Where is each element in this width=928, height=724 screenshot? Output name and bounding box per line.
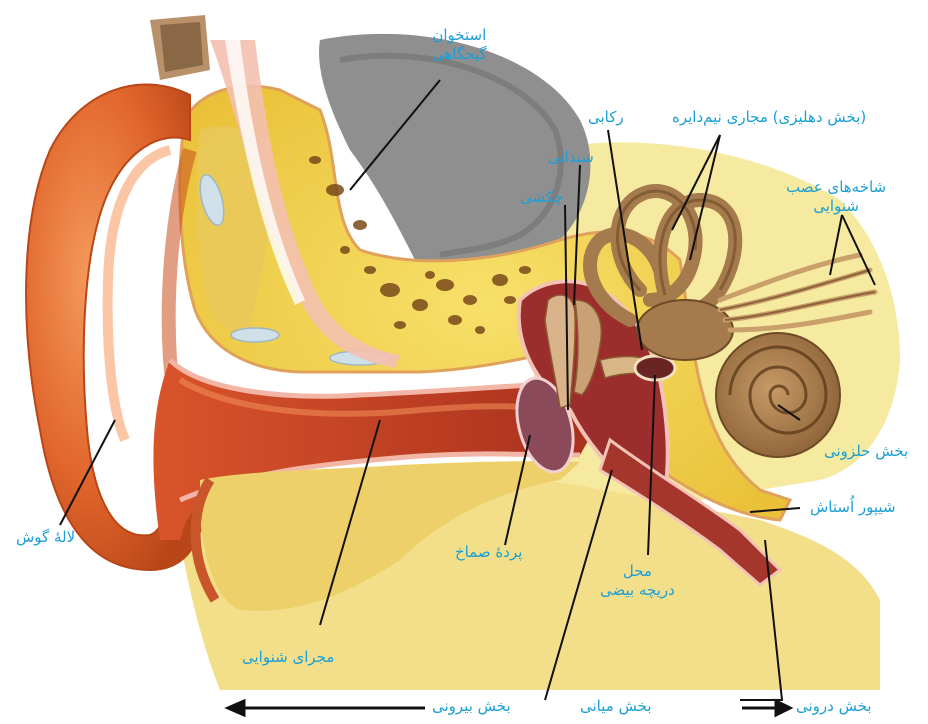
label-auditory-nerve: شاخه‌های عصب شنوایی	[786, 178, 886, 216]
label-eardrum: پردهٔ صماخ	[455, 543, 522, 562]
label-stapes: رکابی	[588, 108, 624, 127]
label-semicircular-canals: (بخش دهلیزی) مجاری نیم‌دایره	[672, 108, 866, 127]
cochlea	[716, 333, 840, 457]
label-malleus: چکشی	[520, 188, 563, 207]
label-incus: سندانی	[548, 148, 594, 167]
label-ear-canal: مجرای شنوایی	[242, 648, 334, 667]
label-cochlea: بخش حلزونی	[824, 442, 908, 461]
section-middle: بخش میانی	[580, 697, 652, 716]
label-pinna: لالهٔ گوش	[16, 528, 75, 547]
label-oval-window: محل دریچه بیضی	[600, 562, 675, 600]
label-eustachian-tube: شیپور اُستاش	[810, 498, 896, 517]
section-inner: بخش درونی	[796, 697, 872, 716]
label-temporal-bone: استخوان گیجگاهی	[432, 26, 487, 64]
section-outer: بخش بیرونی	[432, 697, 511, 716]
